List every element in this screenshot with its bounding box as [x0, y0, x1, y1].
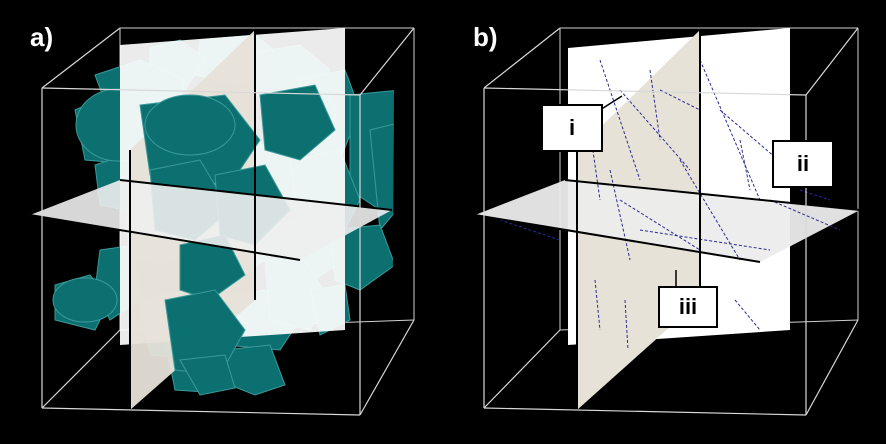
panel-b-diagram [474, 27, 861, 416]
panel-a-diagram [29, 27, 415, 416]
panel-label-a: a) [30, 22, 54, 52]
fracture-disc [179, 354, 236, 396]
panel-label-b: b) [473, 22, 498, 52]
panel-a-plane-edges [29, 30, 393, 410]
fracture-disc [164, 289, 246, 376]
plane-tag-i: i [541, 104, 603, 152]
plane-tag-iii: iii [658, 286, 718, 328]
fracture-disc [52, 277, 118, 323]
panel-b-plane-edges [474, 30, 861, 410]
panel-a-cube-front-edges [41, 27, 415, 416]
fracture-disc [259, 84, 336, 161]
fracture-disc [144, 94, 236, 156]
panel-a-plane-xy [30, 180, 392, 260]
plane-tag-ii: ii [772, 140, 834, 188]
